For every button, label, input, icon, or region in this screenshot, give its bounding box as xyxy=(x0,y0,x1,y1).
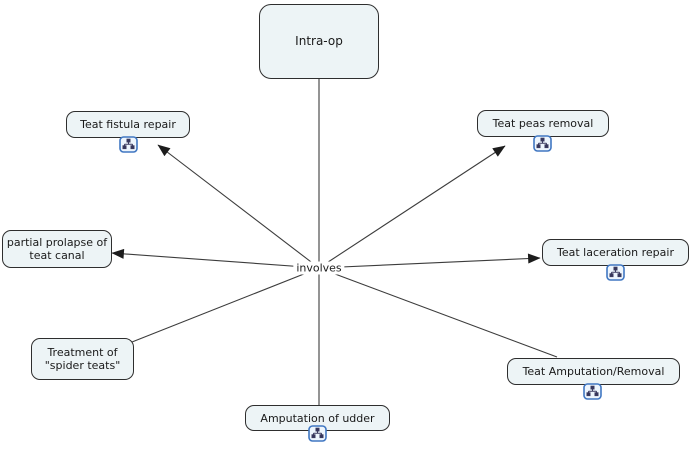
node-partial-prolapse-of-teat-canal[interactable]: partial prolapse of teat canal xyxy=(2,230,112,268)
edge-involves-spider xyxy=(131,267,320,343)
node-intra-op[interactable]: Intra-op xyxy=(259,4,379,79)
linking-phrase-involves[interactable]: involves xyxy=(293,261,345,275)
node-label: Teat peas removal xyxy=(492,117,594,130)
edge-involves-fistula xyxy=(157,144,320,269)
concept-map-icon[interactable] xyxy=(583,383,602,400)
node-teat-amputation-removal[interactable]: Teat Amputation/Removal xyxy=(507,358,680,385)
node-label: Teat Amputation/Removal xyxy=(522,365,665,378)
edge-involves-amputation xyxy=(318,267,558,358)
node-label: Intra-op xyxy=(295,34,343,48)
edge-involves-laceration xyxy=(318,253,541,269)
node-label: Amputation of udder xyxy=(260,411,375,425)
node-teat-peas-removal[interactable]: Teat peas removal xyxy=(477,110,609,137)
concept-map-icon[interactable] xyxy=(119,136,138,153)
node-teat-laceration-repair[interactable]: Teat laceration repair xyxy=(542,239,689,266)
node-label: Treatment of "spider teats" xyxy=(44,346,121,372)
node-treatment-of-spider-teats[interactable]: Treatment of "spider teats" xyxy=(31,338,134,380)
concept-map-icon[interactable] xyxy=(533,135,552,152)
node-label: partial prolapse of teat canal xyxy=(6,236,108,262)
edge-involves-prolapse xyxy=(111,248,320,269)
node-label: Teat laceration repair xyxy=(557,246,674,259)
node-teat-fistula-repair[interactable]: Teat fistula repair xyxy=(66,111,190,138)
concept-map-icon[interactable] xyxy=(606,264,625,281)
node-label: Teat fistula repair xyxy=(80,118,176,131)
concept-map-icon[interactable] xyxy=(308,425,327,442)
edge-involves-peas xyxy=(318,145,506,269)
